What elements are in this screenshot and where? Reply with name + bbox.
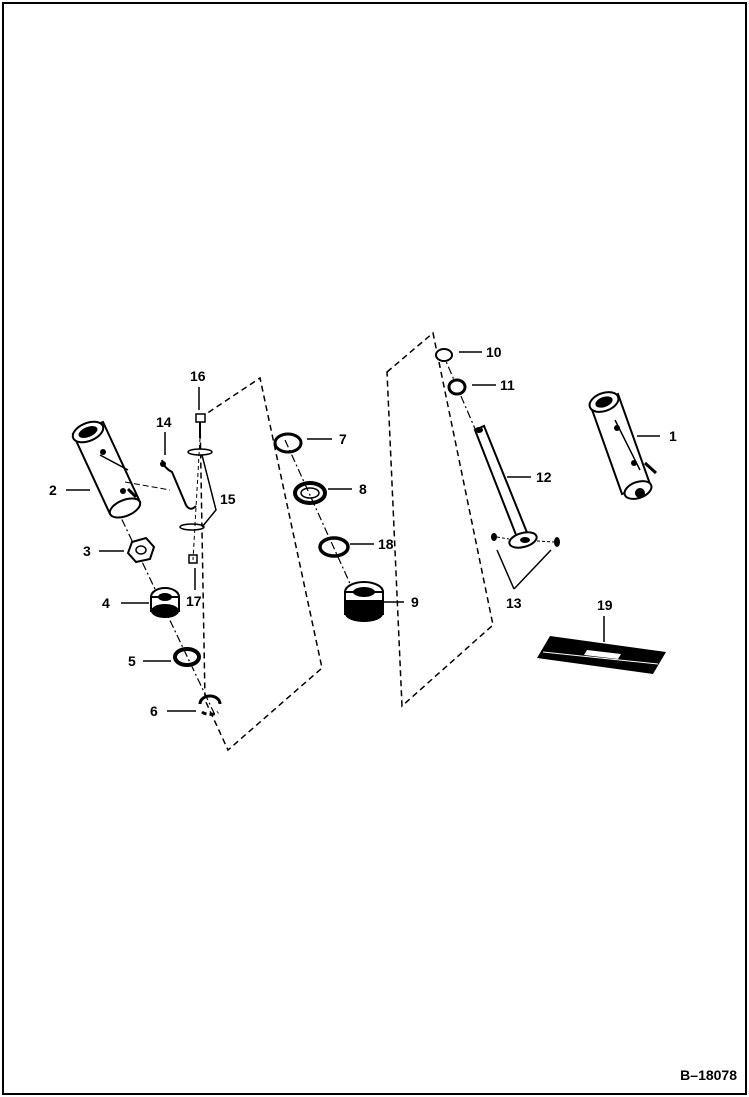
wiper-seal-part-8: [293, 481, 327, 505]
document-code: B–18078: [680, 1067, 737, 1083]
callout-12: 12: [536, 469, 552, 485]
callout-9: 9: [411, 594, 419, 610]
leader-lines: [66, 351, 660, 712]
piston-part-4: [150, 587, 180, 618]
callout-4: 4: [102, 595, 110, 611]
callout-5: 5: [128, 653, 136, 669]
callout-1: 1: [669, 428, 677, 444]
callout-11: 11: [500, 377, 515, 393]
callout-14: 14: [156, 414, 172, 430]
grease-fittings-part-13: [491, 533, 560, 547]
o-ring-part-7: [273, 432, 303, 454]
o-ring-part-18: [318, 536, 350, 558]
cylinder-barrel-part-1: [588, 391, 658, 500]
tube-clamp-part-14: [160, 459, 197, 510]
callout-10: 10: [486, 344, 502, 360]
axis-line-middle: [284, 439, 363, 611]
callout-3: 3: [83, 543, 91, 559]
callout-15: 15: [220, 491, 236, 507]
callout-18: 18: [378, 536, 394, 552]
bushing-part-10: [435, 348, 453, 362]
callout-8: 8: [359, 481, 367, 497]
rod-assembly-group-outline: [386, 331, 494, 708]
o-ring-part-5: [173, 647, 201, 667]
callout-17: 17: [186, 593, 202, 609]
callout-2: 2: [49, 482, 57, 498]
clamp-to-barrel-line: [124, 481, 171, 491]
piston-rod-part-12: [473, 424, 538, 549]
seal-part-6: [198, 694, 222, 716]
clamp-plates-part-15: [179, 448, 213, 531]
decal-part-19: [537, 636, 666, 674]
clamp-assembly-axis: [192, 437, 201, 561]
bushing-part-11: [447, 378, 467, 396]
nut-part-3: [126, 536, 156, 564]
callout-7: 7: [339, 431, 347, 447]
callout-19: 19: [597, 597, 613, 613]
callout-6: 6: [150, 703, 158, 719]
callout-13: 13: [506, 595, 522, 611]
bolt-part-16: [195, 413, 206, 438]
seal-kit-group-outline: [199, 376, 323, 752]
callout-16: 16: [190, 368, 206, 384]
gland-part-9: [344, 581, 384, 622]
cylinder-barrel-part-2: [71, 420, 142, 519]
